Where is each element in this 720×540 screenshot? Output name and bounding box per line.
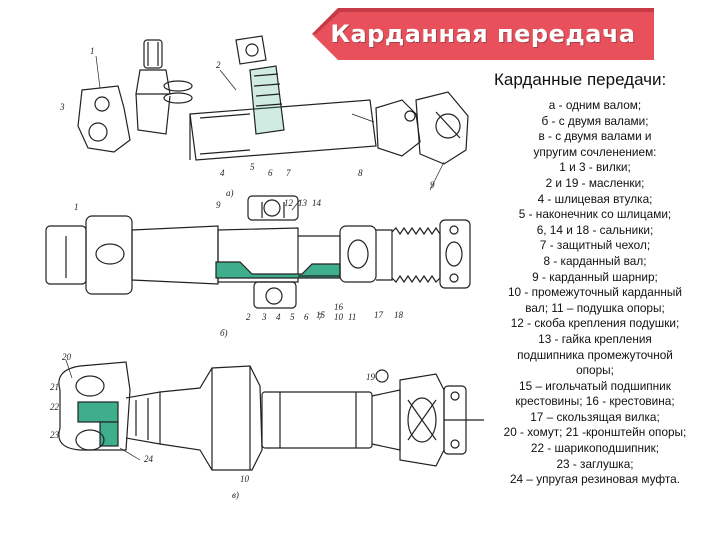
label-b-16: 16 — [334, 302, 344, 312]
label-a-8: 8 — [358, 168, 363, 178]
legend-line: упругим сочленением: — [533, 144, 657, 159]
legend-line: 2 и 19 - масленки; — [545, 175, 645, 190]
label-c-19: 19 — [366, 372, 376, 382]
legend-line: 12 - скоба крепления подушки; — [510, 316, 680, 331]
label-a-3: 3 — [59, 102, 65, 112]
subfig-c: в) — [232, 490, 239, 500]
label-a-4: 4 — [220, 168, 225, 178]
legend-line: 23 - заглушка; — [556, 456, 634, 471]
label-c-21: 21 — [50, 382, 59, 392]
legend-heading: Карданные передачи: — [494, 70, 667, 89]
slide-title: Карданная передача — [330, 20, 636, 48]
label-b-17: 17 — [374, 310, 384, 320]
label-b-14: 14 — [312, 198, 322, 208]
legend-line: в - с двумя валами и — [538, 129, 652, 144]
label-b-6: 6 — [304, 312, 309, 322]
label-a-7: 7 — [286, 168, 291, 178]
legend-line: 6, 14 и 18 - сальники; — [536, 222, 654, 237]
label-b-13: 13 — [298, 198, 308, 208]
label-b-18: 18 — [394, 310, 404, 320]
subfig-b: б) — [220, 328, 228, 338]
label-c-22: 22 — [50, 402, 60, 412]
label-a-5: 5 — [250, 162, 255, 172]
legend-line: 13 - гайка крепления — [538, 331, 652, 346]
label-c-23: 23 — [50, 430, 60, 440]
legend-line: вал; 11 – подушка опоры; — [525, 300, 665, 315]
label-a-2: 2 — [216, 60, 221, 70]
legend-line: 24 – упругая резиновая муфта. — [510, 472, 680, 487]
legend-line: 20 - хомут; 21 -кронштейн опоры; — [503, 425, 687, 440]
legend-line: крестовины; 16 - крестовина; — [515, 394, 675, 409]
legend-line: а - одним валом; — [548, 98, 642, 112]
label-b-1: 1 — [74, 202, 79, 212]
label-c-20: 20 — [62, 352, 72, 362]
figure-c-drawing — [58, 361, 484, 471]
label-b-4: 4 — [276, 312, 281, 322]
legend-line: 1 и 3 - вилки; — [559, 160, 631, 175]
label-b-7: 7 — [318, 312, 323, 322]
label-b-5: 5 — [290, 312, 295, 322]
label-c-24: 24 — [144, 454, 154, 464]
legend-line: 7 - защитный чехол; — [539, 238, 651, 253]
label-b-15: 15 — [316, 310, 326, 320]
label-b-10: 10 — [334, 312, 344, 322]
legend-line: 4 - шлицевая втулка; — [537, 191, 653, 206]
label-c-10: 10 — [240, 474, 250, 484]
figure-b-drawing — [45, 195, 471, 309]
label-b-11: 11 — [348, 312, 356, 322]
legend-line: 17 – скользящая вилка; — [530, 409, 660, 424]
legend-line: 15 – игольчатый подшипник — [519, 378, 671, 393]
cardan-diagram: 1 2 3 4 5 6 7 8 9 а) 1 9 12 13 14 2 3 4 … — [45, 35, 484, 500]
legend-list: а - одним валом;б - с двумя валами;в - с… — [470, 98, 720, 488]
legend-line: подшипника промежуточной — [517, 347, 673, 362]
title-banner: Карданная передача — [312, 8, 654, 60]
label-b-12: 12 — [284, 198, 294, 208]
label-a-6: 6 — [268, 168, 273, 178]
subfig-a: а) — [226, 188, 234, 198]
label-a-1: 1 — [90, 46, 95, 56]
label-a-9: 9 — [430, 180, 435, 190]
legend-line: 9 - карданный шарнир; — [532, 269, 658, 284]
legend-line: 10 - промежуточный карданный — [508, 285, 682, 300]
figure-a-drawing — [77, 35, 469, 165]
legend-line: 5 - наконечник со шлицами; — [518, 207, 672, 222]
legend-line: 22 - шарикоподшипник; — [530, 441, 660, 456]
label-b-9: 9 — [216, 200, 221, 210]
legend-line: б - с двумя валами; — [541, 113, 649, 128]
label-b-2: 2 — [246, 312, 251, 322]
legend-line: опоры; — [576, 363, 614, 378]
label-b-3: 3 — [261, 312, 267, 322]
legend-line: 8 - карданный вал; — [543, 253, 647, 268]
